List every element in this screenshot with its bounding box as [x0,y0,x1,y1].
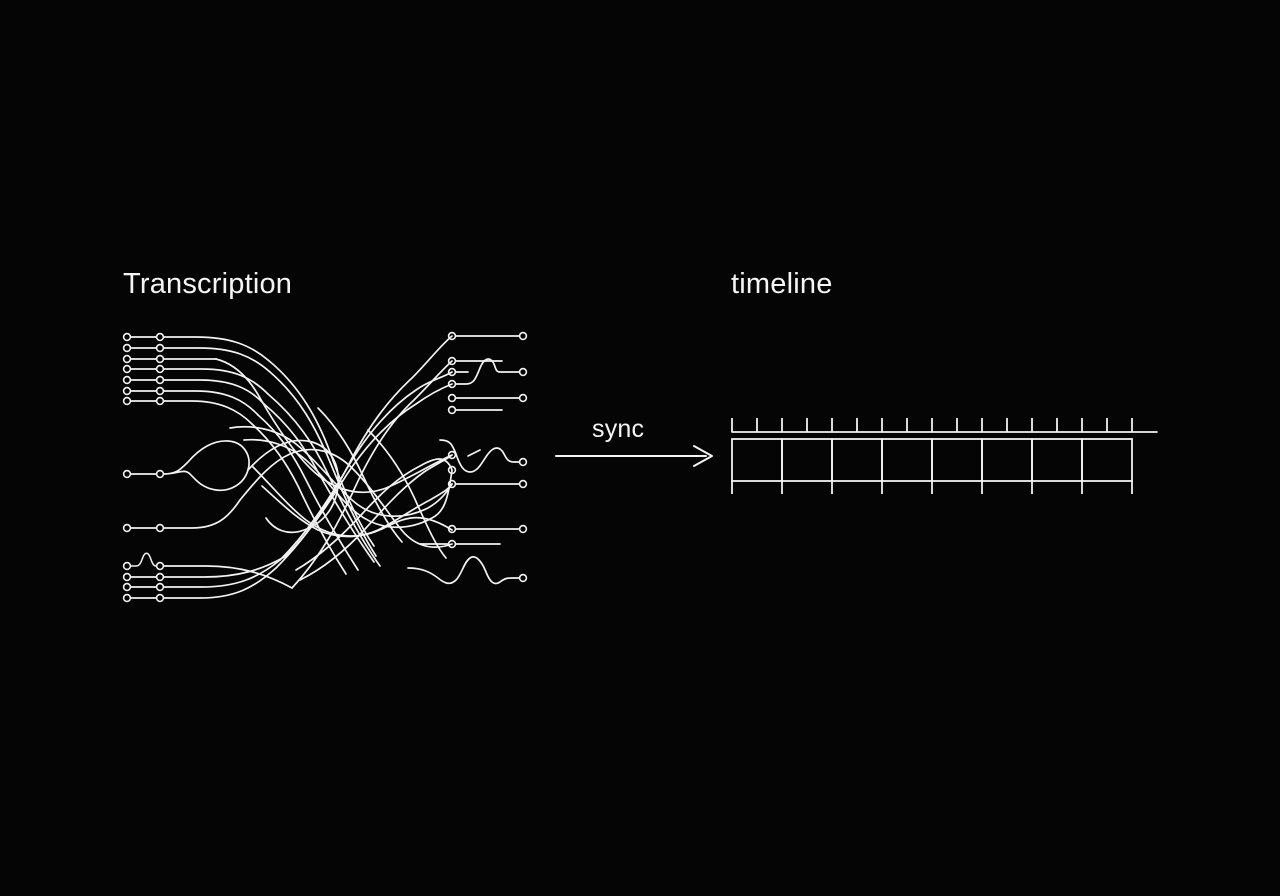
input-waveform-icon [130,552,157,567]
sync-arrow [555,445,713,467]
input-node-outer[interactable] [122,332,132,342]
input-node-inner[interactable] [155,572,165,582]
input-group-mid-a [122,440,250,492]
input-node-outer[interactable] [122,572,132,582]
output-node-outer[interactable] [518,367,528,377]
output-node-outer[interactable] [518,479,528,489]
timeline-bottom-ticks [731,481,1133,494]
input-node-outer[interactable] [122,386,132,396]
routing-edge [367,429,447,559]
timeline-segment[interactable] [1031,438,1083,482]
output-group-bottom-waveform [407,556,528,585]
routing-edge [243,438,453,529]
input-node-inner[interactable] [155,396,165,406]
input-node-inner[interactable] [155,375,165,385]
timeline-top-ticks [731,418,1133,432]
output-node-outer[interactable] [518,524,528,534]
timeline-segment[interactable] [881,438,933,482]
output-node-inner[interactable] [447,393,457,403]
routing-edge [259,397,453,494]
routing-edge [261,485,453,538]
input-node-outer[interactable] [122,343,132,353]
routing-edge [291,360,453,589]
input-node-outer[interactable] [122,593,132,603]
routing-edges [215,335,453,589]
input-group-mid-b [122,499,241,533]
input-node-inner[interactable] [155,332,165,342]
routing-edge [267,393,381,567]
input-node-outer[interactable] [122,396,132,406]
output-node-outer[interactable] [518,331,528,341]
input-node-inner[interactable] [155,593,165,603]
input-node-inner[interactable] [155,364,165,374]
input-node-inner[interactable] [155,582,165,592]
routing-edge [269,371,377,557]
routing-edge [267,359,375,547]
output-group-upper-mid [447,358,528,389]
input-node-outer[interactable] [122,354,132,364]
output-node-outer[interactable] [518,573,528,583]
routing-edge [275,383,453,569]
input-node-inner[interactable] [155,561,165,571]
input-node-outer[interactable] [122,375,132,385]
routing-edge [251,423,347,575]
input-node-outer[interactable] [122,364,132,374]
input-group-bottom [122,552,293,603]
input-node-inner[interactable] [155,386,165,396]
output-group-lower [419,524,528,549]
timeline-segment[interactable] [831,438,883,482]
input-group-top [122,332,271,425]
timeline-track [731,418,1158,494]
routing-edge [317,407,403,543]
input-node-inner[interactable] [155,343,165,353]
timeline-segment[interactable] [781,438,833,482]
routing-edge [299,454,453,581]
input-node-outer[interactable] [122,561,132,571]
input-node-outer[interactable] [122,582,132,592]
input-node-outer[interactable] [122,469,132,479]
timeline-segments [731,438,1133,482]
output-group-mid [447,393,528,415]
routing-edge [295,458,453,571]
output-waveform-icon [455,358,520,385]
input-node-inner[interactable] [155,469,165,479]
output-waveform-icon [439,439,520,473]
timeline-segment[interactable] [731,438,783,482]
output-bottom-waveform-icon [407,556,520,585]
output-node-outer[interactable] [518,457,528,467]
timeline-segment[interactable] [981,438,1033,482]
output-group-top [447,331,528,366]
output-node-inner[interactable] [447,450,457,460]
routing-edge [215,358,261,399]
output-node-inner[interactable] [447,405,457,415]
sync-label: sync [592,415,645,443]
input-node-outer[interactable] [122,523,132,533]
page-title-timeline: timeline [731,268,833,300]
routing-edge [229,425,453,517]
arrow-right-icon [555,445,713,467]
input-node-inner[interactable] [155,354,165,364]
output-node-inner[interactable] [447,465,457,475]
output-group-center [439,439,528,489]
routing-edge [239,448,453,548]
routing-edge [257,414,359,571]
timeline-segment[interactable] [1081,438,1133,482]
page-title-transcription: Transcription [123,268,293,300]
output-node-outer[interactable] [518,393,528,403]
timeline-segment[interactable] [931,438,983,482]
input-node-inner[interactable] [155,523,165,533]
